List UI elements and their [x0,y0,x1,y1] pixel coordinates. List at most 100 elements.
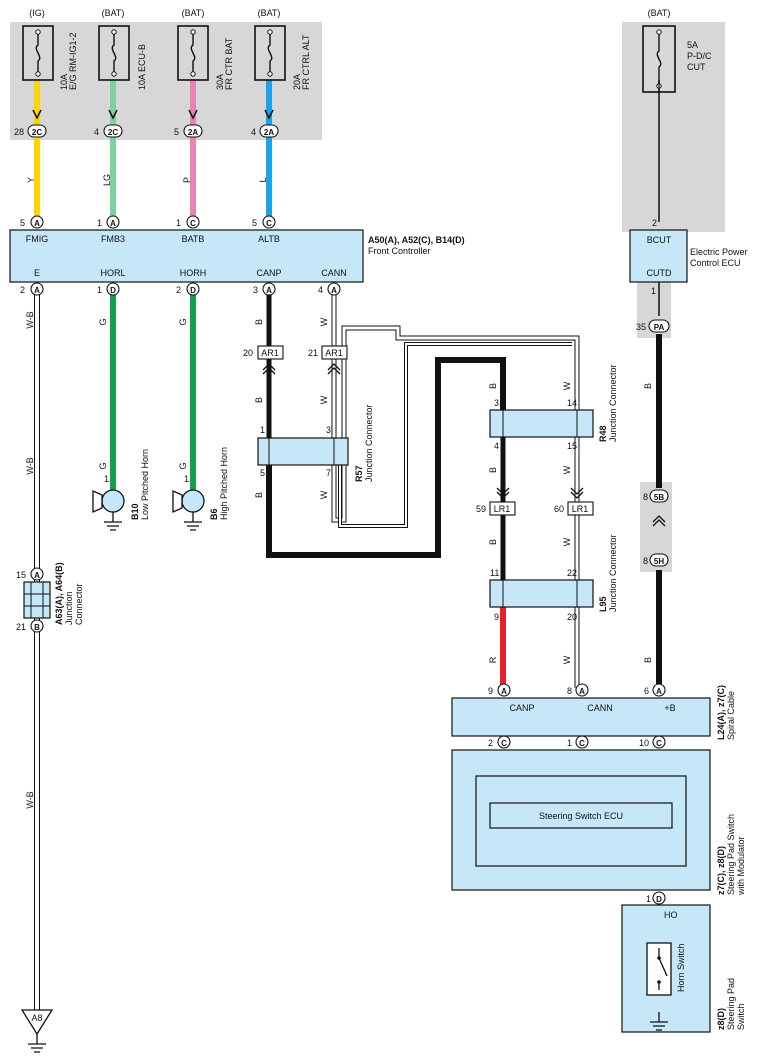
spiral-term-canp: CANP [509,703,534,713]
wire-label-b-1: B [254,319,264,325]
term-batb: BATB [182,234,205,244]
wire-label-b-8: B [643,657,653,663]
wire-label-l: L [258,177,268,182]
wire-label-lg: LG [102,174,112,186]
horn-high-bell [172,489,183,514]
power-ecu-name2: Control ECU [690,258,741,268]
l95-pin-22: 22 [567,568,577,578]
spiral-bot-pin-3: 10 [639,738,649,748]
horn-high: 1 B6 High Pitched Horn [172,447,229,520]
conn-pill-2a-b [259,124,279,138]
r57-pin-7: 7 [326,468,331,478]
lr1-left-pin: 59 [476,504,486,514]
fc-bot-pin-5: 4 [318,285,323,295]
ar1-right-pin: 21 [308,348,318,358]
r48-box [489,409,594,438]
fuse-terminal-icon-4b [267,71,273,77]
fuse-terminal-icon-1a [35,29,41,35]
fc-top-pin-2: 1 [97,218,102,228]
ar1-right-box [321,345,348,360]
fc-bot-pin-2: 1 [97,285,102,295]
pa-conn: PA [654,323,665,332]
horn-high-id: B6 [209,508,219,520]
fuse-terminal-icon-4a [267,29,273,35]
conn-pill-2c-a [27,124,47,138]
spiral-cable-box [451,697,711,737]
conn-pill-2c-b [103,124,123,138]
term-bcut: BCUT [647,235,672,245]
inline-bottom-conn: 5H [654,557,664,566]
wire-label-g-3: G [178,318,188,325]
spiral-top-conn-3: A [656,687,662,696]
fc-top-pin-3: 1 [176,218,181,228]
steering-mod-id: z7(C), z8(D) [716,846,726,895]
horn-high-icon [181,489,205,513]
fuse-arrow-icon-4 [264,109,274,120]
r57-pin-1: 1 [260,425,265,435]
spiral-top-conn-1: A [501,687,507,696]
wire-label-g-1: G [98,318,108,325]
spiral-cable: L24(A), z7(C) Spiral Cable CANP CANN +B … [451,685,736,748]
fuse-1-name: E/G RM-IG1-2 [68,32,78,90]
fuse-terminal-icon-2b [111,71,117,77]
fuse-element-icon-4 [267,32,273,74]
front-controller-id: A50(A), A52(C), B14(D) [368,235,465,245]
lr1-left-box [489,501,516,516]
front-controller: A50(A), A52(C), B14(D) Front Controller … [9,218,465,295]
panel-pdc [622,22,725,232]
steering-switch-ecu-box [489,802,673,829]
wire-label-r: R [488,656,498,663]
horn-low-name: Low Pitched Horn [140,449,150,520]
steering-pad-name: Steering Pad [726,978,736,1030]
steering-mod-pin: 1 [646,894,651,904]
spiral-term-cann: CANN [587,703,613,713]
fuse-1-rating: 10A [59,74,69,90]
spiral-bot-pin-2: 1 [567,738,572,748]
term-canp: CANP [256,268,281,278]
term-fmb3: FMB3 [101,234,125,244]
term-cutd: CUTD [647,268,672,278]
power-ecu-top-pin: 2 [652,218,657,228]
conn-circle-bot-2 [106,282,120,296]
ground-triangle-icon [20,1009,54,1036]
fc-bot-conn-3: D [190,286,196,295]
conn-circle-spiral-top-1 [497,683,511,697]
ar1-left-label: AR1 [261,348,279,358]
wire-label-b-6: B [488,539,498,545]
term-horh: HORH [180,268,207,278]
spiral-bot-conn-1: C [501,739,507,748]
steering-mod-name: Steering Pad Switch [726,814,736,895]
conn-circle-top-2 [106,215,120,229]
horn-low-id: B10 [130,503,140,520]
wire-label-w-5: W [562,465,572,474]
fuse-4-source: (BAT) [258,8,281,18]
power-control-ecu: Electric Power Control ECU BCUT CUTD 2 1… [629,218,748,332]
steering-mod-conn: D [656,895,662,904]
wire-label-g-2: G [98,462,108,469]
l95-pin-9: 9 [494,612,499,622]
fuse-1-source: (IG) [29,8,45,18]
spiral-top-pin-2: 8 [567,686,572,696]
fuse-4-pin: 4 [251,127,256,137]
fc-bot-conn-5: A [331,286,337,295]
term-e: E [34,268,40,278]
conn-circle-top-3 [186,215,200,229]
a63-bottom-conn: B [34,623,40,632]
fuse-terminal-icon-5a [656,29,662,35]
l95-pin-20: 20 [567,612,577,622]
fc-bot-conn-1: A [34,286,40,295]
fuse-4: (BAT) 20A FR CTRL ALT 4 2A [251,8,311,137]
inline-top-conn: 5B [654,493,664,502]
fuse-5-name: P-D/C [687,51,712,61]
fuse-3-icon [177,25,209,81]
term-altb: ALTB [258,234,280,244]
fuse-terminal-icon-2a [111,29,117,35]
spiral-id: L24(A), z7(C) [716,685,726,740]
conn-circle-a63-top [30,567,44,581]
wire-label-w-2: W [319,395,329,404]
ar1-left-box [257,345,284,360]
lr1-chevron-icon-2 [570,487,584,499]
horn-low-pin: 1 [104,474,109,484]
fc-bot-pin-1: 2 [20,285,25,295]
fuse-5-source: (BAT) [648,8,671,18]
